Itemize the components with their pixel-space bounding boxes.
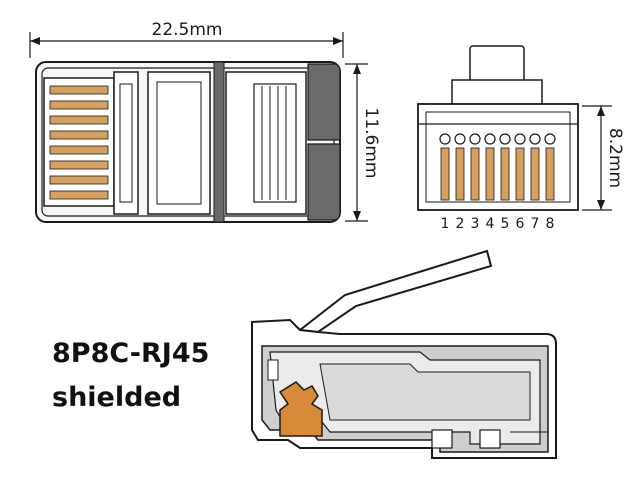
pin-label: 5	[501, 216, 510, 232]
pin-contact	[485, 147, 495, 201]
strain-relief-ribs	[261, 86, 287, 200]
contact-strip	[49, 130, 109, 140]
pin-label: 6	[516, 216, 525, 232]
pin-circle	[529, 133, 541, 145]
pin-label: 1	[441, 216, 450, 232]
strain-relief-window	[253, 83, 297, 203]
pin-circle	[544, 133, 556, 145]
contact-strip	[49, 115, 109, 125]
shield-inner-step	[319, 363, 531, 421]
pin-contact	[500, 147, 510, 201]
middle-window	[147, 71, 211, 215]
bottom-notch	[479, 429, 501, 449]
pin-number-labels: 1 2 3 4 5 6 7 8	[441, 216, 555, 232]
pin-contact	[440, 147, 450, 201]
contact-strip	[49, 85, 109, 95]
latch-lever	[297, 249, 493, 334]
pin-circle	[514, 133, 526, 145]
contact-strip	[49, 100, 109, 110]
contact-strip	[49, 190, 109, 200]
front-pin-contacts	[440, 147, 555, 201]
latch-slot	[119, 83, 133, 203]
pin-contact	[530, 147, 540, 201]
caption-line-1: 8P8C-RJ45	[52, 338, 210, 369]
pin-contact	[545, 147, 555, 201]
pin-label: 4	[486, 216, 495, 232]
pin-circle	[499, 133, 511, 145]
caption-line-2: shielded	[52, 382, 182, 413]
pin-circle	[469, 133, 481, 145]
width-label: 8.2mm	[605, 128, 625, 188]
height-arrow-top	[353, 64, 361, 74]
orange-latch-clip	[278, 381, 323, 437]
front-pin-circles	[439, 133, 556, 145]
contact-strip	[49, 145, 109, 155]
pin-label: 7	[531, 216, 540, 232]
side-view: 22.5mm 11.6mm	[29, 20, 381, 223]
pin-contact	[515, 147, 525, 201]
pin-label: 3	[471, 216, 480, 232]
side-body-inner	[41, 67, 335, 217]
rear-cap-top	[307, 63, 341, 141]
strain-relief	[225, 71, 307, 215]
pin-label: 8	[546, 216, 555, 232]
latch-frame	[113, 71, 139, 215]
pin-circle	[484, 133, 496, 145]
length-arrow-left	[30, 37, 40, 45]
middle-window-inner	[156, 81, 202, 205]
bottom-notch	[431, 429, 453, 449]
front-view: 1 2 3 4 5 6 7 8 8.2mm	[417, 45, 625, 232]
contact-block	[43, 77, 115, 207]
height-label: 11.6mm	[361, 108, 381, 179]
front-inner-frame	[425, 111, 571, 203]
height-arrow-bottom	[353, 211, 361, 221]
front-latch-tab	[469, 45, 525, 85]
pin-contact	[455, 147, 465, 201]
pin-contact	[470, 147, 480, 201]
pin-circle	[439, 133, 451, 145]
contact-strip	[49, 175, 109, 185]
front-tab	[267, 359, 279, 381]
rear-cap-bottom	[307, 143, 341, 221]
length-label: 22.5mm	[152, 20, 223, 40]
length-arrow-right	[333, 37, 343, 45]
body-separator	[213, 61, 225, 223]
pin-label: 2	[456, 216, 465, 232]
shielded-cross-section	[251, 249, 557, 459]
pin-circle	[454, 133, 466, 145]
width-arrow-top	[597, 106, 605, 116]
side-contacts	[49, 85, 109, 200]
width-arrow-bottom	[597, 200, 605, 210]
contact-strip	[49, 160, 109, 170]
